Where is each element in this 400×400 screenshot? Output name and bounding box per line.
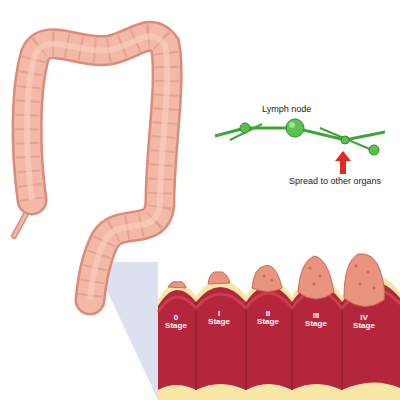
stage-label: 0 Stage (165, 314, 187, 331)
lymph-chain (215, 119, 385, 155)
spread-arrow (335, 151, 351, 174)
stage-label: I Stage (208, 310, 230, 327)
colon (14, 36, 167, 300)
stage-label: III Stage (305, 312, 327, 329)
stage-label: II Stage (257, 310, 279, 327)
callout-label: Lymph node (262, 105, 311, 114)
stage-label: IV Stage (353, 314, 375, 331)
callout-label: Spread to other organs (289, 177, 381, 186)
tissue-section (158, 254, 400, 400)
